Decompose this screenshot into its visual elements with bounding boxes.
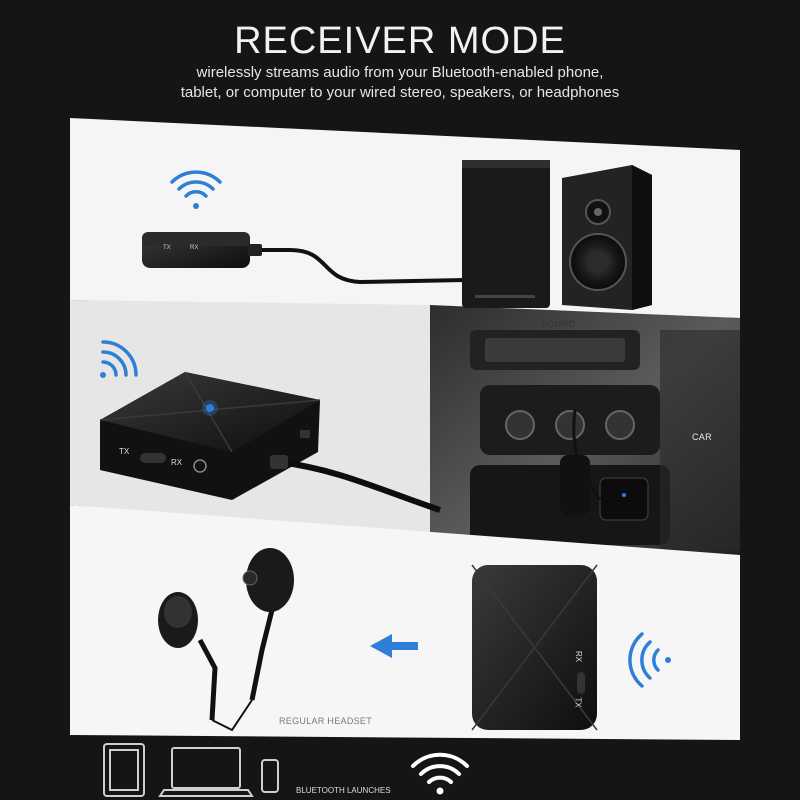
signal-icon-sound [170,170,222,209]
arrow-left-icon [370,634,418,658]
phone-icon [261,759,279,793]
car-receiver-device [99,371,441,513]
sound-device-rx-label: RX [190,245,199,251]
car-label: CAR [692,432,712,442]
headset-receiver-device [471,564,598,731]
car-device-tx-label: TX [119,447,130,456]
headset-device-tx-label: TX [573,697,583,708]
wifi-icon [411,752,469,795]
sound-receiver-device [142,232,466,285]
earphones [158,548,294,732]
speaker-right [562,165,652,310]
headset-device-rx-label: RX [574,650,584,663]
tablet-icon [103,743,145,797]
subtitle-line-2: tablet, or computer to your wired stereo… [180,84,620,101]
bluetooth-launches-label: BLUETOOTH LAUNCHES [296,786,391,795]
headset-label: REGULAR HEADSET [279,716,373,726]
subtitle-line-1: wirelessly streams audio from your Bluet… [196,64,604,81]
sound-device-tx-label: TX [163,245,171,251]
sound-label: SOUND [541,319,576,329]
signal-icon-headset [628,632,671,688]
page-title: RECEIVER MODE [234,20,566,62]
speaker-left [462,160,550,308]
laptop-icon [158,747,254,797]
signal-icon-car [100,340,138,378]
car-dashboard-photo [430,305,740,555]
car-device-rx-label: RX [171,458,183,467]
